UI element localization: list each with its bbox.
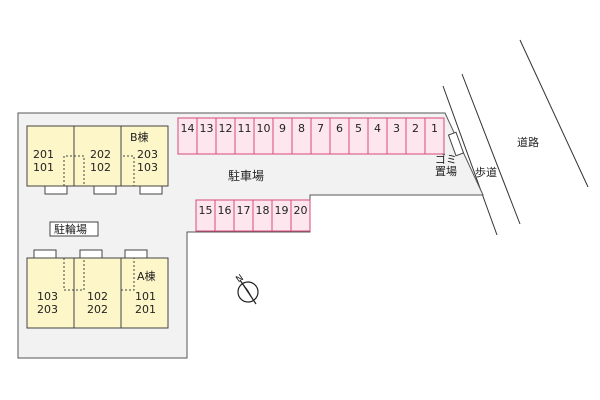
garbage-label-line1: ゴミ [435,152,457,166]
bicycle-parking-box [49,221,99,237]
unit-number: 103 [137,161,158,174]
parking-space-number: 10 [257,122,271,135]
stair-notch [120,258,135,291]
parking-space: 16 [214,199,235,232]
parking-space-number: 13 [200,122,214,135]
parking-space-number: 16 [218,204,232,217]
sidewalk-label: 歩道 [475,165,497,179]
parking-space-number: 14 [181,122,195,135]
unit-number: 102 [90,161,111,174]
parking-space: 5 [348,117,369,155]
unit-number: 201 [135,303,156,316]
parking-space-number: 1 [431,122,438,135]
parking-space-number: 8 [298,122,305,135]
entrance-step [124,249,148,259]
entrance-step [33,249,57,259]
road-edge-line [461,73,521,225]
parking-space: 4 [367,117,388,155]
north-arrow-icon: N [234,273,259,305]
parking-space-number: 18 [256,204,270,217]
building-b-unit [73,125,122,187]
stair-notch [63,258,85,291]
parking-space-number: 3 [393,122,400,135]
entrance-step [79,249,103,259]
road-edge-line [519,39,589,188]
building-a-unit [26,257,75,329]
parking-label: 駐車場 [228,168,264,183]
parking-space: 9 [272,117,293,155]
parking-space: 15 [195,199,216,232]
parking-space: 14 [177,117,198,155]
parking-space-number: 12 [219,122,233,135]
unit-number: 203 [137,148,158,161]
parking-space: 8 [291,117,312,155]
parking-space: 19 [271,199,292,232]
garbage-label: ゴミ置場 [435,152,457,178]
parking-space: 17 [233,199,254,232]
parking-space-number: 20 [294,204,308,217]
stair-notch [120,155,135,186]
building-a-unit [73,257,122,329]
building-a: A棟 103 203 102 202 101 201 [26,249,169,329]
parking-space-number: 6 [336,122,343,135]
building-a-unit [120,257,169,329]
entrance-step [139,185,163,195]
building-a-label: A棟 [137,269,156,283]
garbage-label-line2: 置場 [435,165,457,178]
parking-space-box [424,117,445,155]
building-b-label: B棟 [130,130,149,144]
parking-space: 7 [310,117,331,155]
parking-row-bottom: 15 16 17 18 19 20 [195,199,311,232]
parking-space: 12 [215,117,236,155]
parking-space: 11 [234,117,255,155]
parking-space-number: 4 [374,122,381,135]
unit-number: 103 [37,290,58,303]
garbage-area-box [447,131,465,157]
unit-number: 202 [90,148,111,161]
parking-space-box [290,199,311,232]
parking-space: 18 [252,199,273,232]
unit-number: 101 [135,290,156,303]
unit-number: 102 [87,290,108,303]
entrance-step [44,185,68,195]
unit-number: 203 [37,303,58,316]
unit-number: 202 [87,303,108,316]
building-b: B棟 201 101 202 102 203 103 [26,125,169,195]
bicycle-parking-label: 駐輪場 [54,222,87,236]
parking-space: 3 [386,117,407,155]
parking-space-number: 19 [275,204,289,217]
parking-space: 13 [196,117,217,155]
parking-space: 6 [329,117,350,155]
parking-space-number: 5 [355,122,362,135]
unit-number: 201 [33,148,54,161]
parking-space-number: 7 [317,122,324,135]
parking-space-number: 2 [412,122,419,135]
parking-space: 10 [253,117,274,155]
parking-space: 20 [290,199,311,232]
parking-space-number: 15 [199,204,213,217]
parking-space-number: 9 [279,122,286,135]
road-label: 道路 [517,135,539,149]
compass-north-label: N [234,273,245,285]
parking-space: 2 [405,117,426,155]
parking-space-number: 11 [238,122,252,135]
road-edge-line [442,85,498,236]
parking-space-number: 17 [237,204,251,217]
parking-space: 1 [424,117,445,155]
unit-number: 101 [33,161,54,174]
entrance-step [93,185,117,195]
stair-notch [63,155,85,186]
